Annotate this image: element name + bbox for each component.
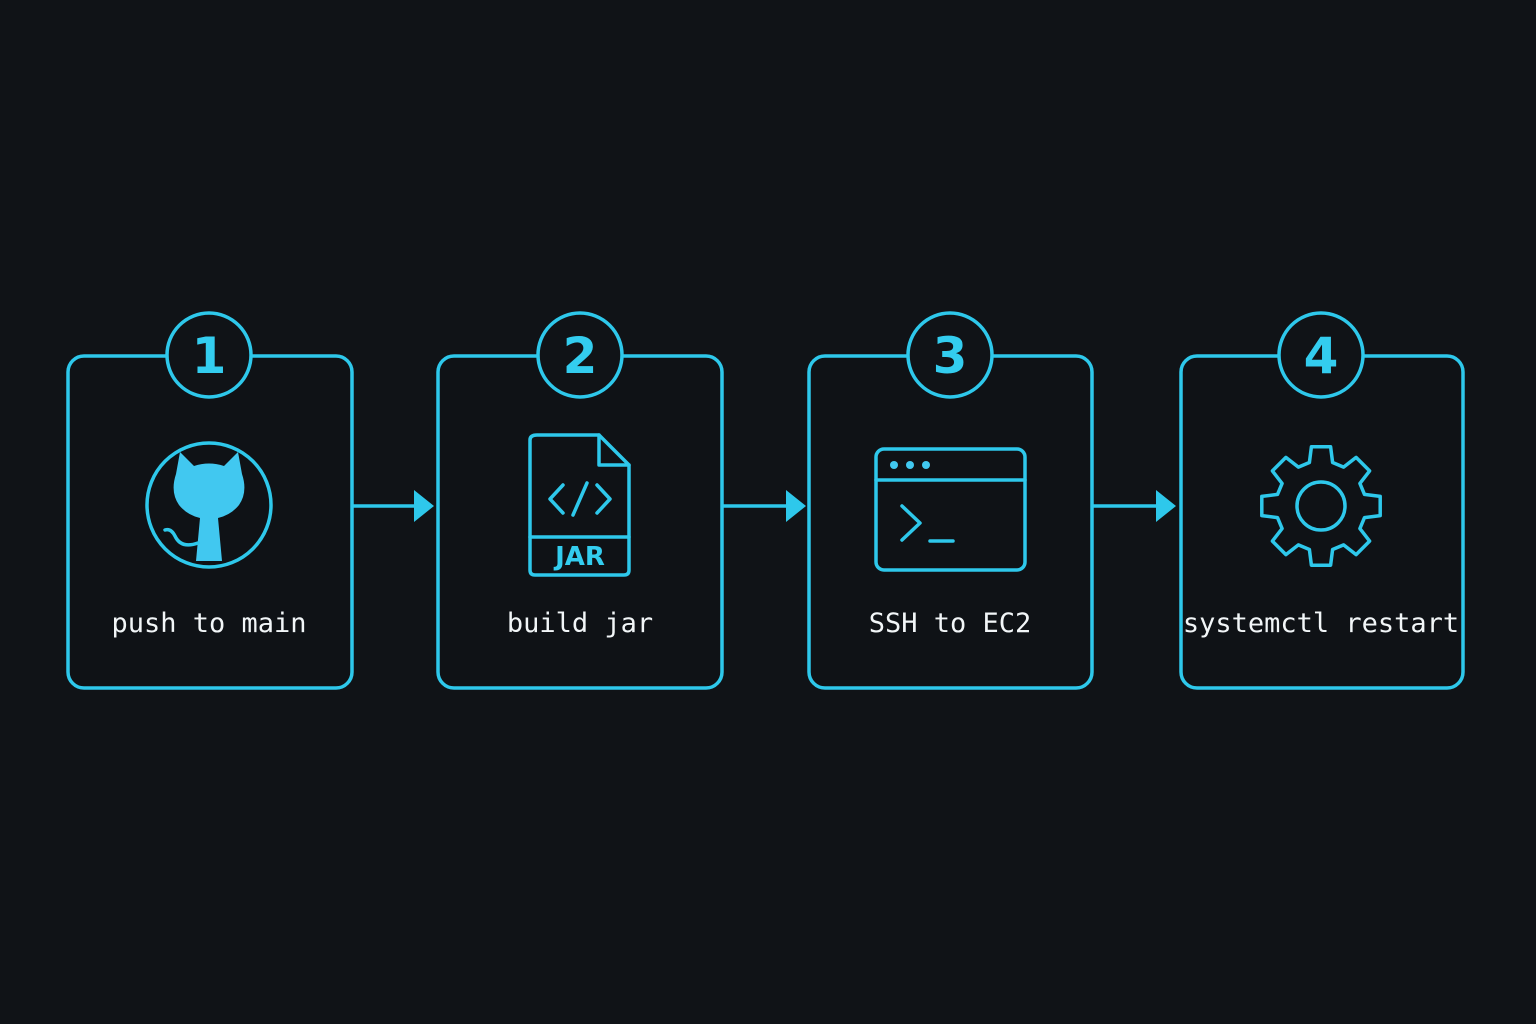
step-label-2: build jar	[507, 608, 653, 639]
jar-icon-label: JAR	[553, 542, 605, 572]
connector-1-2	[352, 490, 434, 522]
step-number-3: 3	[933, 327, 968, 385]
step-label-4: systemctl restart	[1183, 608, 1459, 639]
jar-file-icon: JAR	[528, 433, 631, 577]
connector-2-3	[722, 490, 806, 522]
step-card-2: 2 JAR build jar	[436, 311, 724, 690]
step-badge-4	[1277, 311, 1365, 399]
step-label-3: SSH to EC2	[869, 608, 1032, 639]
step-card-1: 1 push to main	[66, 311, 354, 690]
step-badge-2	[536, 311, 624, 399]
terminal-window-icon	[874, 447, 1027, 572]
connector-3-4	[1092, 490, 1176, 522]
step-badge-1	[165, 311, 253, 399]
step-number-1: 1	[192, 327, 227, 385]
step-number-2: 2	[563, 327, 598, 385]
step-label-1: push to main	[111, 608, 306, 639]
step-card-4: 4 systemctl restart	[1179, 311, 1465, 690]
github-octocat-icon	[145, 441, 273, 569]
step-card-3: 3 SSH to EC2	[807, 311, 1094, 690]
step-badge-3	[906, 311, 994, 399]
step-number-4: 4	[1304, 327, 1339, 385]
gear-icon	[1260, 445, 1382, 567]
